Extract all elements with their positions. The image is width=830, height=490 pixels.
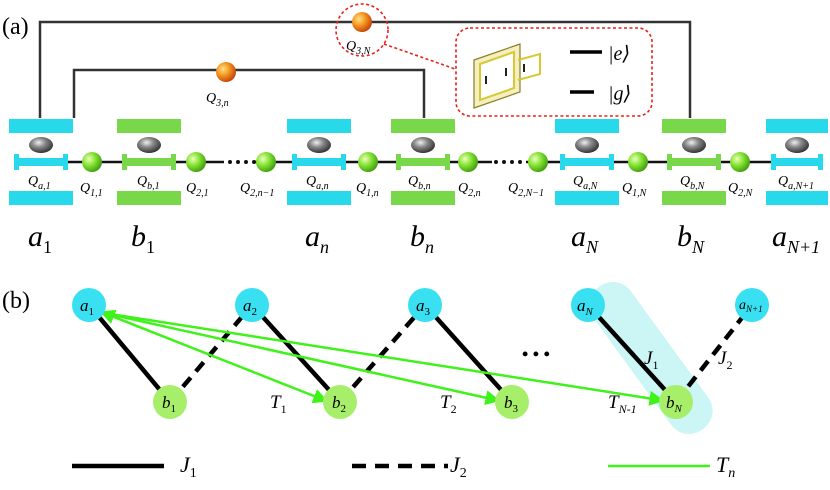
legend-j2-label: J2 [450, 452, 467, 481]
node-label-b3: b3 [504, 393, 519, 415]
site-label-aN1: aN+1 [772, 220, 820, 257]
site-label-b1: b1 [131, 220, 155, 257]
label-qb-1: Qb,1 [137, 174, 160, 192]
coupler-label-q3N: Q3,N [346, 39, 372, 57]
t-hopping-arrows [99, 309, 665, 406]
j-label-2: J2 [718, 348, 732, 372]
site-label-an: an [305, 220, 329, 257]
inset-leader [383, 43, 459, 71]
node-label-b2: b2 [332, 393, 346, 415]
inset-label-g: |g⟩ [608, 83, 631, 105]
site-label-aN: aN [571, 220, 599, 257]
chain-coupler-qubits [82, 152, 750, 172]
lattice-a-nodes [72, 288, 769, 322]
inset-circuit-icon [473, 43, 541, 109]
node-label-b1: b1 [162, 393, 176, 415]
label-qa-1: Qa,1 [28, 174, 51, 192]
label-qb-n: Qb,n [408, 174, 431, 192]
t-label-2: T2 [440, 392, 457, 416]
node-label-aN: aN [577, 296, 594, 318]
node-label-a3: a3 [416, 296, 431, 318]
t-label-N-1: TN-1 [608, 392, 637, 416]
label-q1-1: Q1,1 [80, 181, 103, 199]
label-qa-N1: Qa,N+1 [778, 174, 814, 192]
label-q2-N-1: Q2,N−1 [508, 181, 544, 199]
legend: J1 J2 Tn [72, 452, 735, 481]
j-label-1: J1 [644, 348, 658, 372]
label-q2-N: Q2,N [728, 181, 754, 199]
resonator-pads [9, 119, 828, 205]
label-q2-n: Q2,n [458, 181, 481, 199]
legend-tn-label: Tn [716, 452, 735, 481]
node-label-bN: bN [666, 393, 683, 415]
site-label-bN: bN [677, 220, 705, 257]
transmon-qubits [29, 137, 809, 153]
label-qa-N: Qa,N [573, 174, 599, 192]
node-label-a2: a2 [243, 296, 257, 318]
panel-label-b: (b) [2, 288, 30, 314]
label-q1-N: Q1,N [622, 181, 648, 199]
coupler-highlight-ring [335, 3, 389, 57]
label-q2-1: Q2,1 [186, 181, 209, 199]
label-qa-n: Qa,n [306, 174, 329, 192]
label-q1-n: Q1,n [356, 181, 379, 199]
lattice-b-nodes [153, 385, 693, 419]
panel-label-a: (a) [2, 14, 29, 40]
t-label-1: T1 [270, 392, 287, 416]
site-label-bn: bn [410, 220, 434, 257]
coupler-label-q3n: Q3,n [206, 91, 229, 109]
resonator-bars [14, 154, 823, 170]
node-label-a1: a1 [80, 296, 94, 318]
node-label-aN1: aN+1 [739, 298, 763, 314]
inset-label-e: |e⟩ [608, 43, 630, 65]
coupler-qubit-q3n [216, 62, 236, 82]
site-label-a1: a1 [28, 220, 52, 257]
legend-j1-label: J1 [180, 452, 197, 481]
label-q2-n-1: Q2,n−1 [240, 181, 274, 199]
lattice-ellipsis: • • • [522, 344, 550, 364]
coupler-qubit-q3N [352, 12, 372, 32]
label-qb-N: Qb,N [680, 174, 706, 192]
chain-ellipsis-dots [228, 160, 522, 164]
